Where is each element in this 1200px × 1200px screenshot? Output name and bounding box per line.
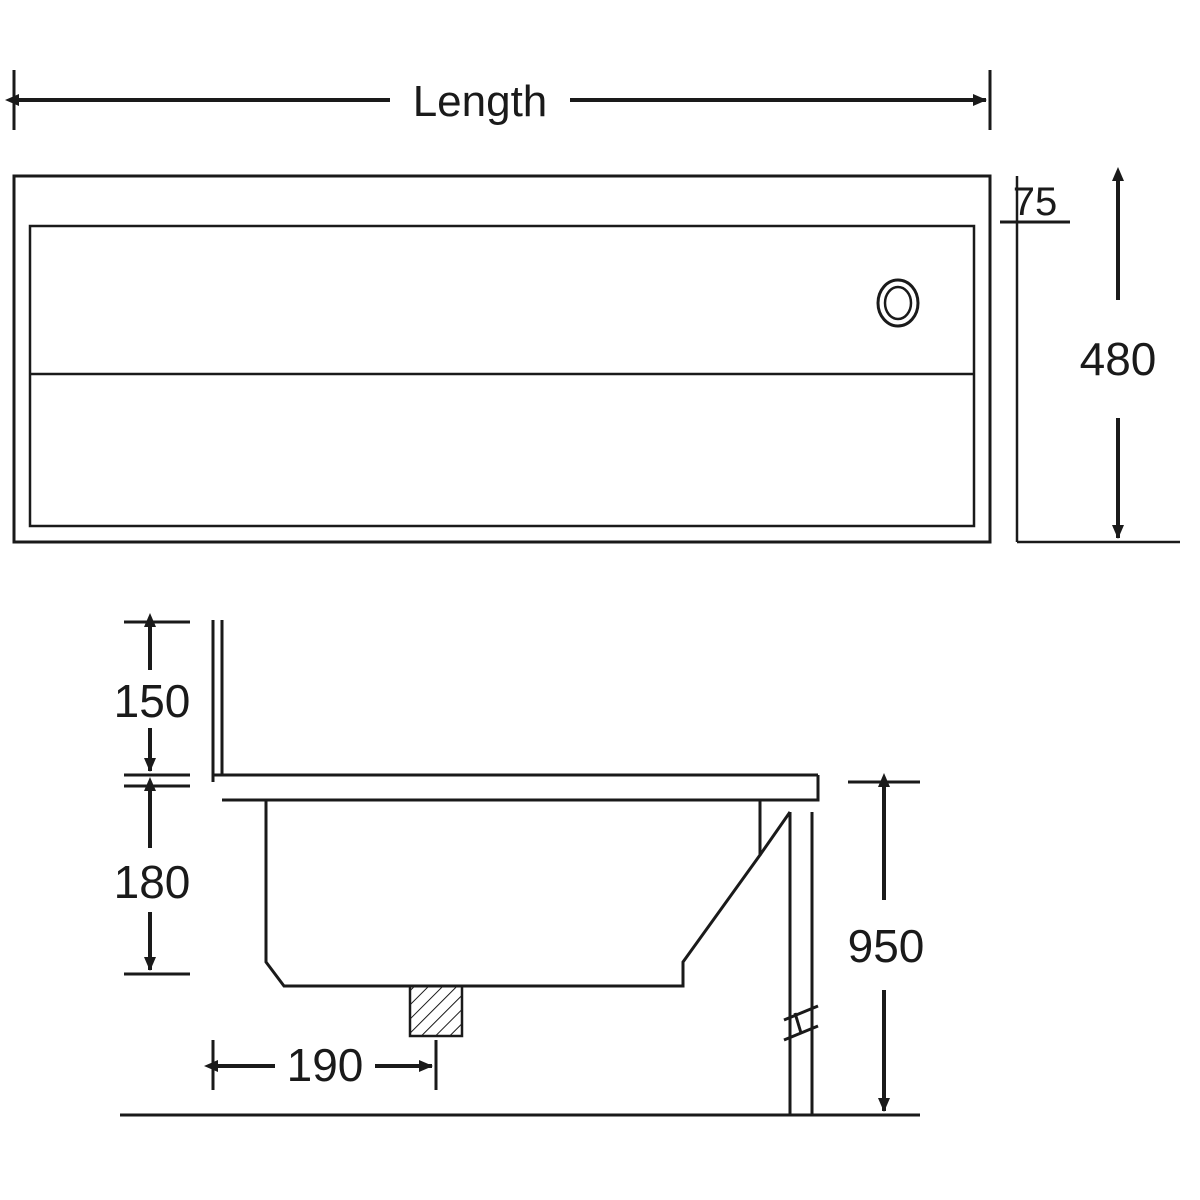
height-150-label: 150 [114, 675, 191, 727]
rim-75-label: 75 [1013, 180, 1058, 224]
width-480-label: 480 [1080, 333, 1157, 385]
plan-view-outline [12, 174, 992, 544]
depth-180-label: 180 [114, 856, 191, 908]
dimension-950-group [848, 773, 920, 1112]
plan-width-dimension-group [1000, 167, 1180, 544]
height-950-label: 950 [848, 920, 925, 972]
dimension-180-group [124, 777, 190, 976]
length-label: Length [413, 77, 548, 126]
section-view-geometry [120, 620, 920, 1117]
dimension-190-group [204, 1040, 438, 1090]
dimension-150-group [124, 613, 190, 777]
offset-190-label: 190 [287, 1039, 364, 1091]
length-dimension-group [5, 70, 992, 130]
